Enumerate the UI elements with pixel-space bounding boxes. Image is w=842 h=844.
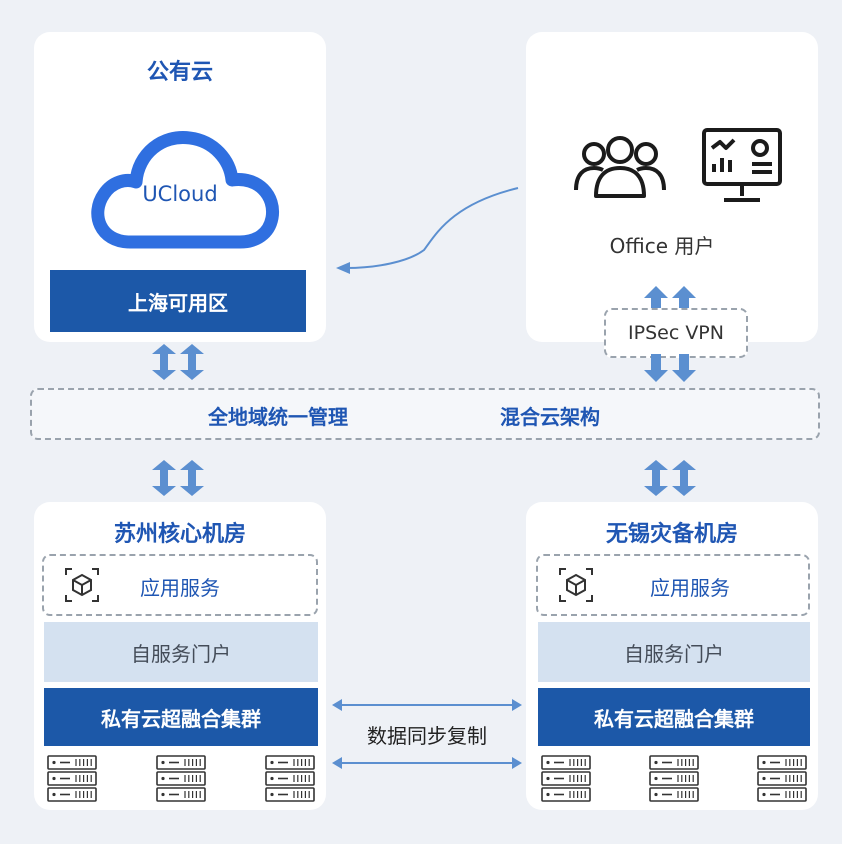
suzhou-portal-bar: 自服务门户 — [44, 622, 318, 682]
wuxi-title: 无锡灾备机房 — [605, 522, 738, 547]
wuxi-datacenter-card: 无锡灾备机房 应用服务 自服务门户 私有云超融合集群 — [526, 502, 818, 810]
suzhou-cluster-bar: 私有云超融合集群 — [44, 688, 318, 746]
wuxi-portal-bar: 自服务门户 — [538, 622, 810, 682]
ipsec-vpn-label: IPSec VPN — [628, 322, 724, 344]
suzhou-app-label: 应用服务 — [140, 576, 220, 600]
suzhou-datacenter-card: 苏州核心机房 应用服务 自服务门户 私有云超融合集群 — [34, 502, 326, 810]
cloud-icon — [91, 131, 280, 249]
public-cloud-title: 公有云 — [146, 60, 213, 85]
wuxi-cluster-bar: 私有云超融合集群 — [538, 688, 810, 746]
cube-icon — [559, 568, 593, 602]
users-icon — [574, 136, 666, 198]
data-sync-label: 数据同步复制 — [367, 724, 487, 748]
management-band — [30, 388, 820, 440]
sync-arrow-bottom — [332, 757, 522, 769]
hybrid-cloud-label: 混合云架构 — [500, 405, 600, 429]
vpn-up-arrows-icon — [644, 286, 696, 314]
ipsec-vpn-box: IPSec VPN — [604, 308, 748, 358]
suzhou-title: 苏州核心机房 — [113, 522, 246, 547]
unified-management-label: 全地域统一管理 — [208, 405, 348, 429]
wuxi-app-label: 应用服务 — [650, 576, 730, 600]
sync-arrow-top — [332, 699, 522, 711]
public-cloud-card: 公有云 UCloud 上海可用区 — [34, 32, 326, 342]
cloud-double-arrow-icon — [152, 344, 204, 380]
server-rack-icon — [541, 755, 807, 802]
suzhou-app-box: 应用服务 — [42, 554, 318, 616]
office-users-label: Office 用户 — [609, 234, 715, 258]
shanghai-zone-bar: 上海可用区 — [50, 270, 306, 332]
suzhou-double-arrow-icon — [152, 460, 204, 496]
server-rack-icon — [47, 755, 315, 802]
cube-icon — [65, 568, 99, 602]
vpn-down-arrows-icon — [644, 354, 696, 382]
wuxi-double-arrow-icon — [644, 460, 696, 496]
office-card: Office 用户 — [526, 32, 818, 342]
monitor-dashboard-icon — [702, 128, 782, 202]
wuxi-app-box: 应用服务 — [536, 554, 810, 616]
cloud-label: UCloud — [142, 182, 218, 206]
